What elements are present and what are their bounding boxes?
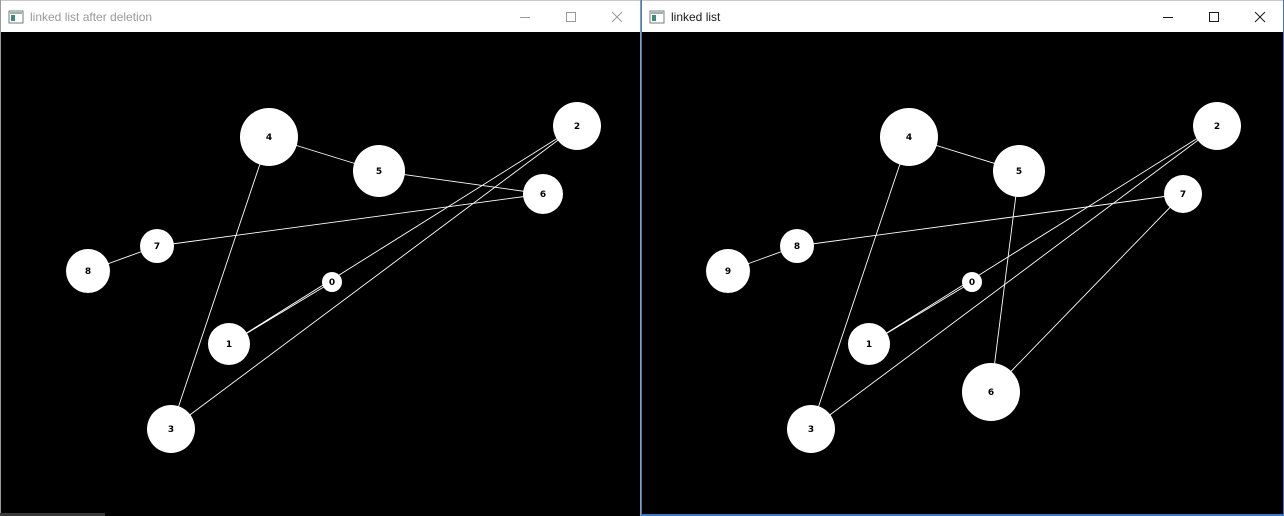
- maximize-button[interactable]: [1191, 1, 1237, 32]
- node-label: 1: [226, 340, 232, 350]
- edge-6-7: [990, 193, 1184, 393]
- close-icon: [611, 11, 623, 22]
- node-1: 1: [208, 323, 250, 365]
- node-3: 3: [147, 405, 195, 453]
- title-bar[interactable]: linked list: [642, 0, 1283, 32]
- window-app-icon: [649, 10, 665, 23]
- node-label: 6: [988, 388, 994, 398]
- edge-2-3: [810, 125, 1218, 430]
- node-9: 9: [706, 249, 750, 293]
- minimize-button[interactable]: [502, 1, 548, 32]
- node-8: 8: [780, 229, 814, 263]
- edge-2-3: [170, 125, 578, 430]
- node-label: 8: [85, 267, 91, 277]
- node-5: 5: [993, 145, 1045, 197]
- maximize-icon: [1209, 11, 1219, 22]
- node-0: 0: [962, 272, 982, 292]
- node-label: 8: [794, 242, 800, 252]
- minimize-icon: [520, 16, 530, 18]
- node-circle: [962, 363, 1020, 421]
- node-label: 7: [154, 242, 160, 252]
- edge-7-8: [796, 193, 1184, 247]
- maximize-button[interactable]: [548, 1, 594, 32]
- node-label: 5: [1016, 167, 1022, 177]
- linked-list-graph: 0 1 2 3 4 5 6 7 8: [66, 102, 601, 453]
- node-label: 9: [725, 267, 731, 277]
- close-button[interactable]: [594, 1, 640, 32]
- node-5: 5: [353, 145, 405, 197]
- close-icon: [1254, 11, 1266, 22]
- node-label: 0: [329, 278, 335, 288]
- edge-1-2: [868, 125, 1218, 345]
- node-circle: [993, 145, 1045, 197]
- edge-1-2: [228, 125, 578, 345]
- node-label: 2: [574, 122, 580, 132]
- edge-6-7: [156, 193, 544, 247]
- graph-canvas[interactable]: 0 1 2 3 4 5 6 7 8: [1, 32, 640, 516]
- node-circle: [706, 249, 750, 293]
- node-label: 4: [266, 133, 272, 143]
- node-label: 5: [376, 167, 382, 177]
- node-circle: [1193, 102, 1241, 150]
- node-circle: [780, 229, 814, 263]
- maximize-icon: [566, 11, 576, 22]
- node-circle: [880, 108, 938, 166]
- minimize-icon: [1163, 16, 1173, 18]
- window-linked-list-after-deletion: linked list after deletion 0 1 2 3 4 5 6 7 8: [0, 0, 641, 516]
- window-controls: [1145, 1, 1283, 32]
- node-circle: [240, 108, 298, 166]
- node-circle: [787, 405, 835, 453]
- title-bar[interactable]: linked list after deletion: [1, 0, 640, 32]
- minimize-button[interactable]: [1145, 1, 1191, 32]
- node-4: 4: [880, 108, 938, 166]
- node-circle: [147, 405, 195, 453]
- taskbar-strip: [0, 513, 105, 516]
- node-circle: [66, 249, 110, 293]
- node-6: 6: [523, 174, 563, 214]
- node-2: 2: [1193, 102, 1241, 150]
- node-label: 3: [808, 425, 814, 435]
- node-circle: [1164, 175, 1202, 213]
- node-label: 0: [969, 278, 975, 288]
- node-label: 2: [1214, 122, 1220, 132]
- node-6: 6: [962, 363, 1020, 421]
- window-controls: [502, 1, 640, 32]
- window-title: linked list after deletion: [30, 9, 153, 24]
- linked-list-graph: 0 1 2 3 4 5 6 7 8 9: [706, 102, 1241, 453]
- node-3: 3: [787, 405, 835, 453]
- window-linked-list: linked list 0 1 2 3 4 5 6 7 8 9: [641, 0, 1284, 516]
- node-circle: [848, 323, 890, 365]
- node-4: 4: [240, 108, 298, 166]
- node-circle: [322, 272, 342, 292]
- edges-layer: [727, 125, 1218, 430]
- edge-5-6: [378, 170, 544, 195]
- node-circle: [553, 102, 601, 150]
- node-7: 7: [1164, 175, 1202, 213]
- edge-3-4: [170, 136, 270, 430]
- node-label: 7: [1180, 190, 1186, 200]
- node-circle: [208, 323, 250, 365]
- node-8: 8: [66, 249, 110, 293]
- node-0: 0: [322, 272, 342, 292]
- window-app-icon: [8, 10, 24, 23]
- node-7: 7: [140, 229, 174, 263]
- node-label: 6: [540, 190, 546, 200]
- node-circle: [140, 229, 174, 263]
- close-button[interactable]: [1237, 1, 1283, 32]
- graph-canvas[interactable]: 0 1 2 3 4 5 6 7 8 9: [642, 32, 1283, 514]
- node-label: 4: [906, 133, 912, 143]
- node-1: 1: [848, 323, 890, 365]
- edge-5-6: [990, 170, 1020, 393]
- node-circle: [353, 145, 405, 197]
- node-label: 3: [168, 425, 174, 435]
- nodes-layer: 0 1 2 3 4 5 6 7 8: [66, 102, 601, 453]
- node-circle: [962, 272, 982, 292]
- edge-3-4: [810, 136, 910, 430]
- node-circle: [523, 174, 563, 214]
- node-2: 2: [553, 102, 601, 150]
- node-label: 1: [866, 340, 872, 350]
- window-title: linked list: [671, 9, 721, 24]
- nodes-layer: 0 1 2 3 4 5 6 7 8 9: [706, 102, 1241, 453]
